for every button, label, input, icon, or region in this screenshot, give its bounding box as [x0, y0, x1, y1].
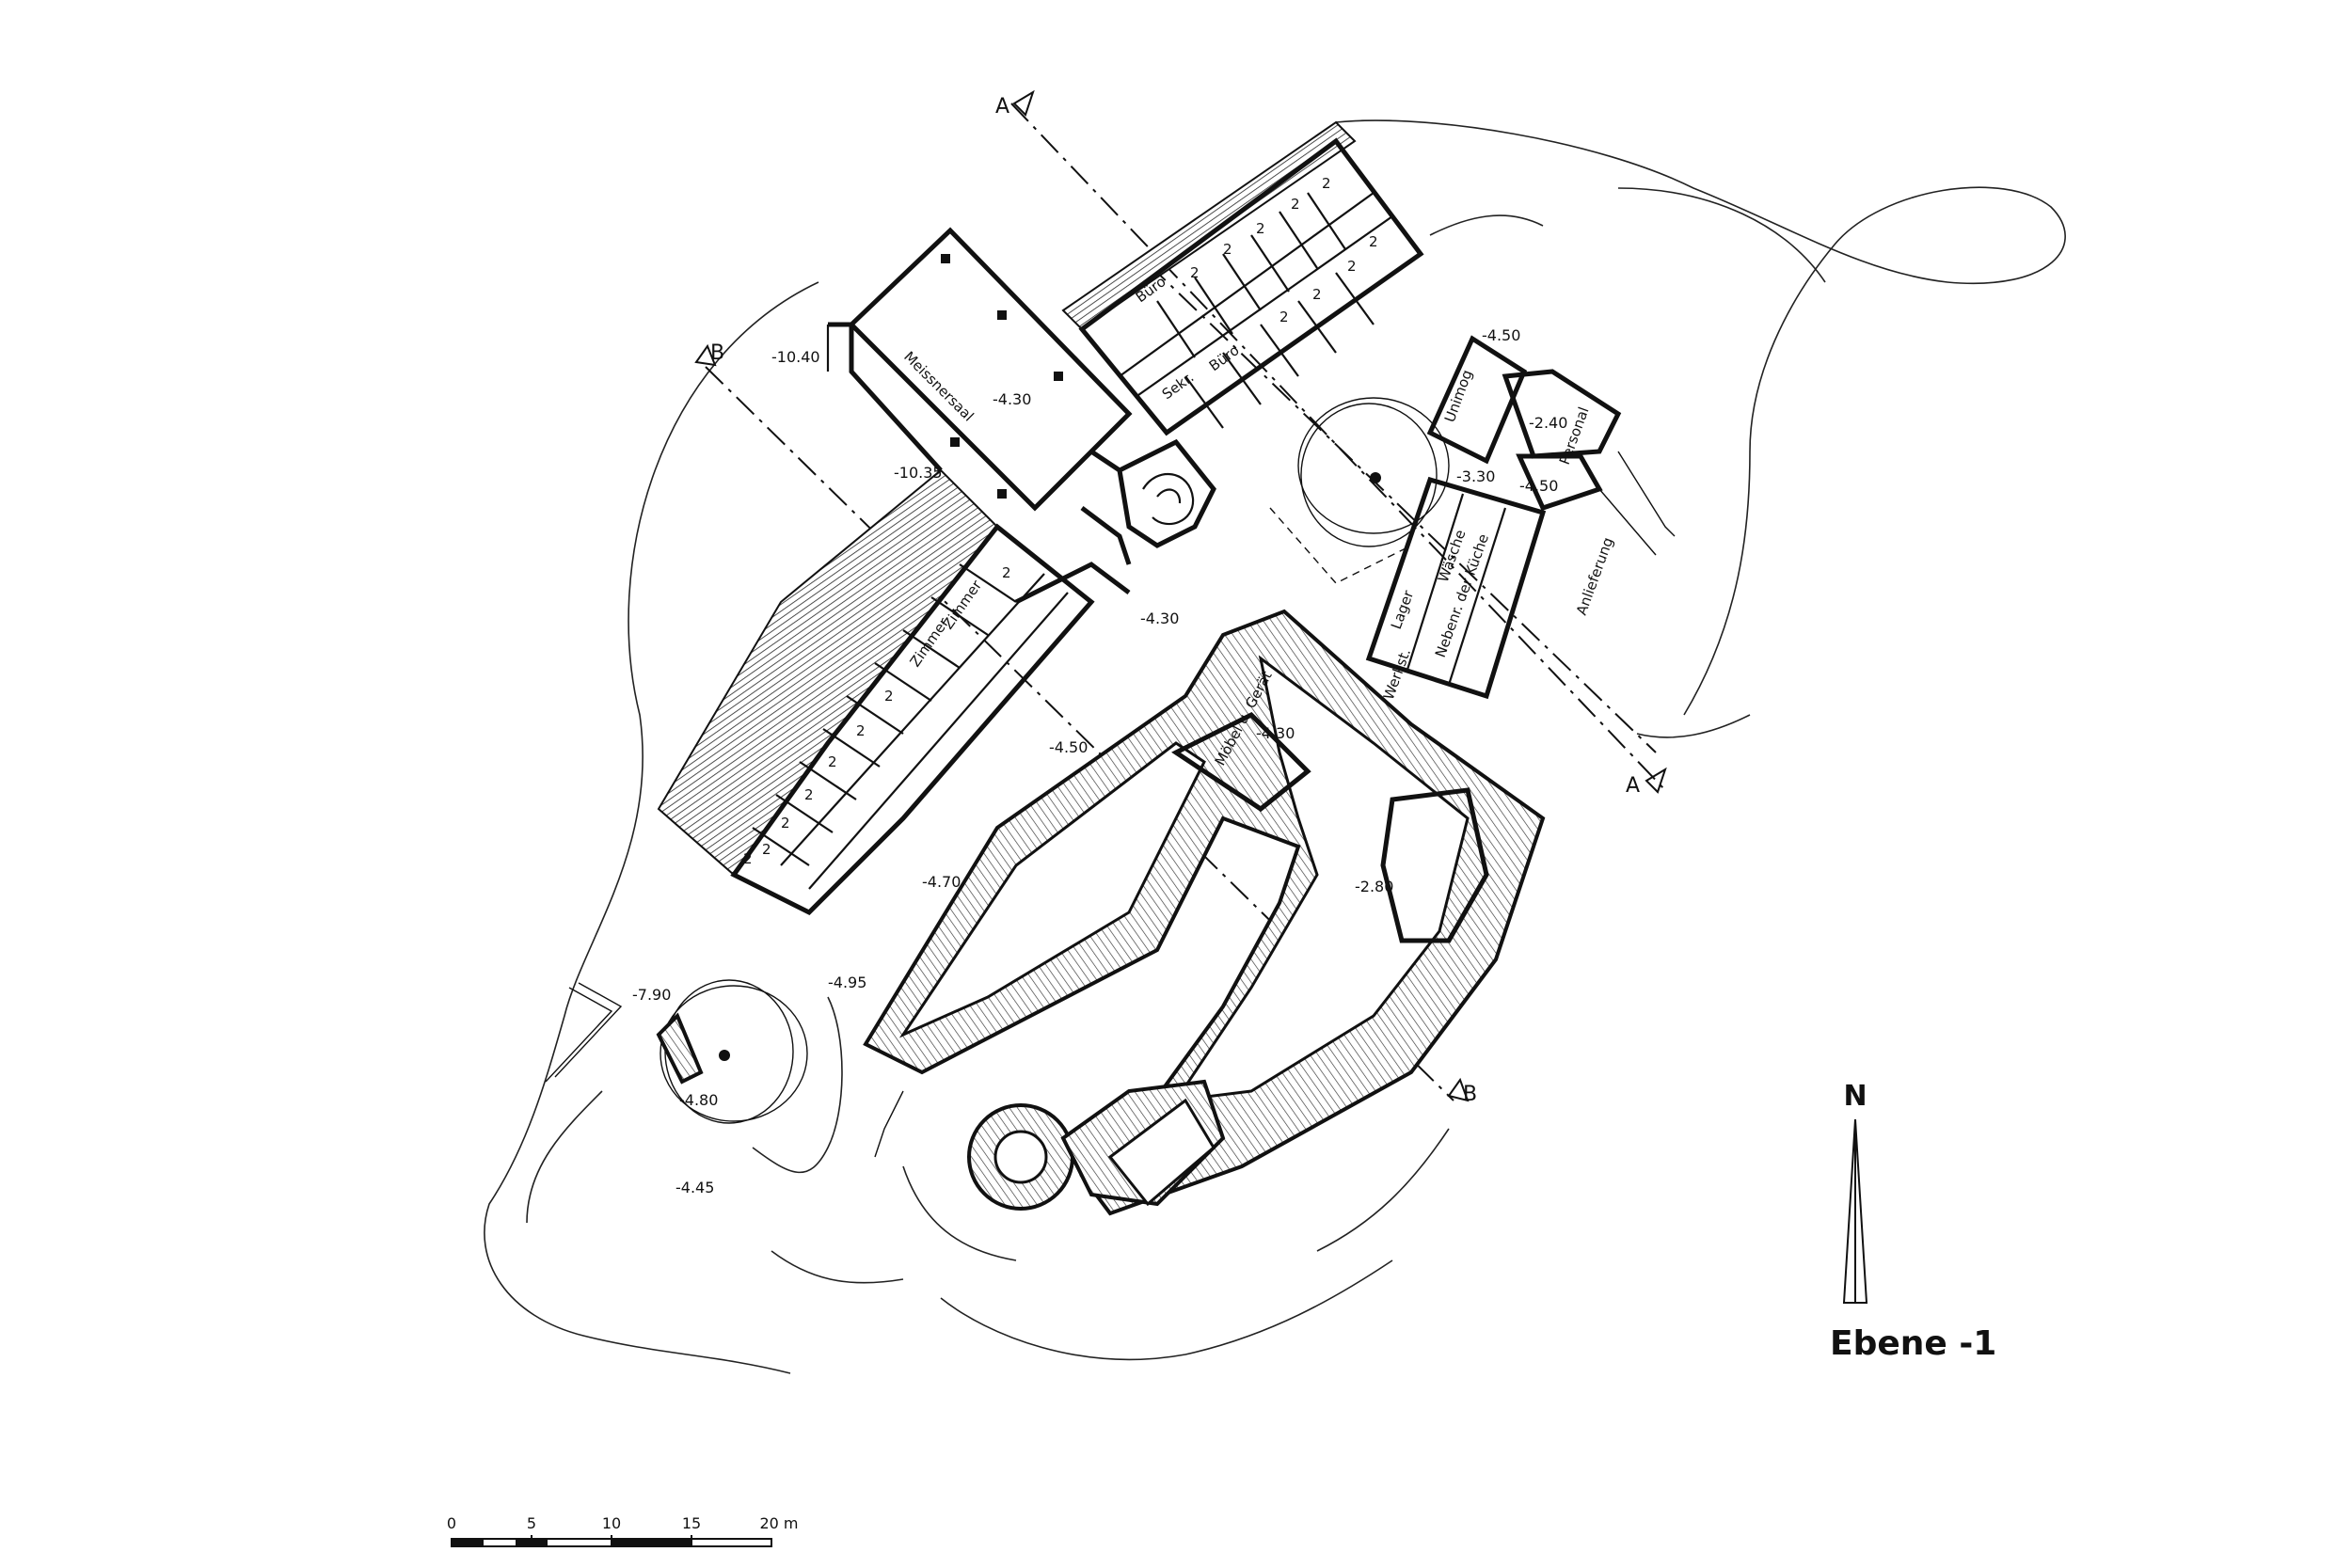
scale-tick: 5: [527, 1514, 536, 1532]
room-labels: Meissnersaal Büro Büro Sekr. Unimog Pers…: [900, 273, 1616, 768]
scale-tick: 10: [602, 1514, 621, 1532]
stair-core: [1080, 438, 1216, 565]
level-mark: -7.90: [632, 986, 671, 1004]
level-mark: -4.50: [1049, 738, 1088, 756]
section-marker-b-top: B: [694, 341, 724, 367]
room-count: 2: [804, 786, 814, 803]
east-service-wing: [1365, 335, 1676, 700]
room-count: 2: [1279, 309, 1289, 325]
room-count: 2: [1190, 264, 1200, 281]
room-count: 2: [856, 722, 866, 739]
level-mark: -10.35: [894, 464, 943, 482]
room-sekr: Sekr.: [1159, 369, 1198, 403]
north-label: N: [1843, 1080, 1867, 1113]
room-buero-2: Büro: [1206, 341, 1243, 374]
room-count: 2: [743, 850, 753, 867]
level-mark: -4.30: [993, 390, 1031, 408]
scale-bar: 0 5 10 15 20 m: [447, 1514, 799, 1547]
room-count: 2: [1291, 196, 1300, 213]
level-mark: -4.30: [1256, 724, 1295, 742]
level-mark: -3.30: [1456, 467, 1495, 485]
section-label-b-top: B: [710, 341, 724, 365]
room-count: 2: [1347, 258, 1357, 275]
level-mark: -2.80: [1355, 878, 1393, 895]
terrain-contours: [484, 119, 2066, 1374]
level-mark: -4.50: [1482, 326, 1520, 344]
room-anlieferung: Anlieferung: [1573, 535, 1617, 617]
scale-tick: 20 m: [759, 1514, 798, 1532]
room-count: 2: [1369, 233, 1378, 250]
room-count: 2: [884, 688, 894, 705]
level-mark: -4.95: [828, 974, 866, 991]
room-count: 2: [1256, 220, 1265, 237]
round-tower: [967, 1079, 1226, 1211]
castle-main-block: [863, 609, 1546, 1216]
room-count: 2: [762, 841, 771, 858]
section-label-a-bottom: A: [1626, 774, 1640, 798]
plan-title: Ebene -1: [1830, 1324, 1996, 1363]
room-count: 2: [828, 753, 837, 770]
room-count: 2: [1002, 564, 1011, 581]
section-marker-a-top: A: [995, 89, 1035, 119]
level-mark: -2.40: [1529, 414, 1567, 432]
west-wing: [657, 468, 1131, 916]
level-mark: -4.50: [1519, 477, 1558, 495]
level-mark: -4.30: [1140, 610, 1179, 627]
level-mark: -4.70: [922, 873, 961, 891]
room-count: 2: [1312, 286, 1322, 303]
scale-tick: 15: [682, 1514, 701, 1532]
room-count: 2: [1223, 241, 1232, 258]
level-mark: -4.80: [679, 1091, 718, 1109]
section-marker-a-bottom: A: [1626, 767, 1667, 798]
room-werkst: Werkst.: [1380, 646, 1414, 702]
room-count: 2: [781, 815, 790, 832]
section-label-a-top: A: [995, 95, 1009, 119]
room-count: 2: [1322, 175, 1331, 192]
scale-tick: 0: [447, 1514, 456, 1532]
meissnersaal-hall: [826, 227, 1133, 512]
north-wing: [1061, 120, 1424, 436]
round-features: [545, 397, 1450, 1158]
level-mark: -4.45: [675, 1179, 714, 1196]
level-heights: -10.40 -4.30 -10.35 -4.30 -4.50 -4.70 -4…: [632, 326, 1567, 1196]
north-arrow: N: [1842, 1080, 1868, 1304]
section-label-b-bottom: B: [1463, 1083, 1477, 1106]
level-mark: -10.40: [771, 348, 820, 366]
room-capacity-numbers: 2 2 2 2 2 2 2 2 2 2 2 2 2 2 2 2 2: [743, 175, 1378, 867]
section-marker-b-bottom: B: [1447, 1077, 1477, 1106]
